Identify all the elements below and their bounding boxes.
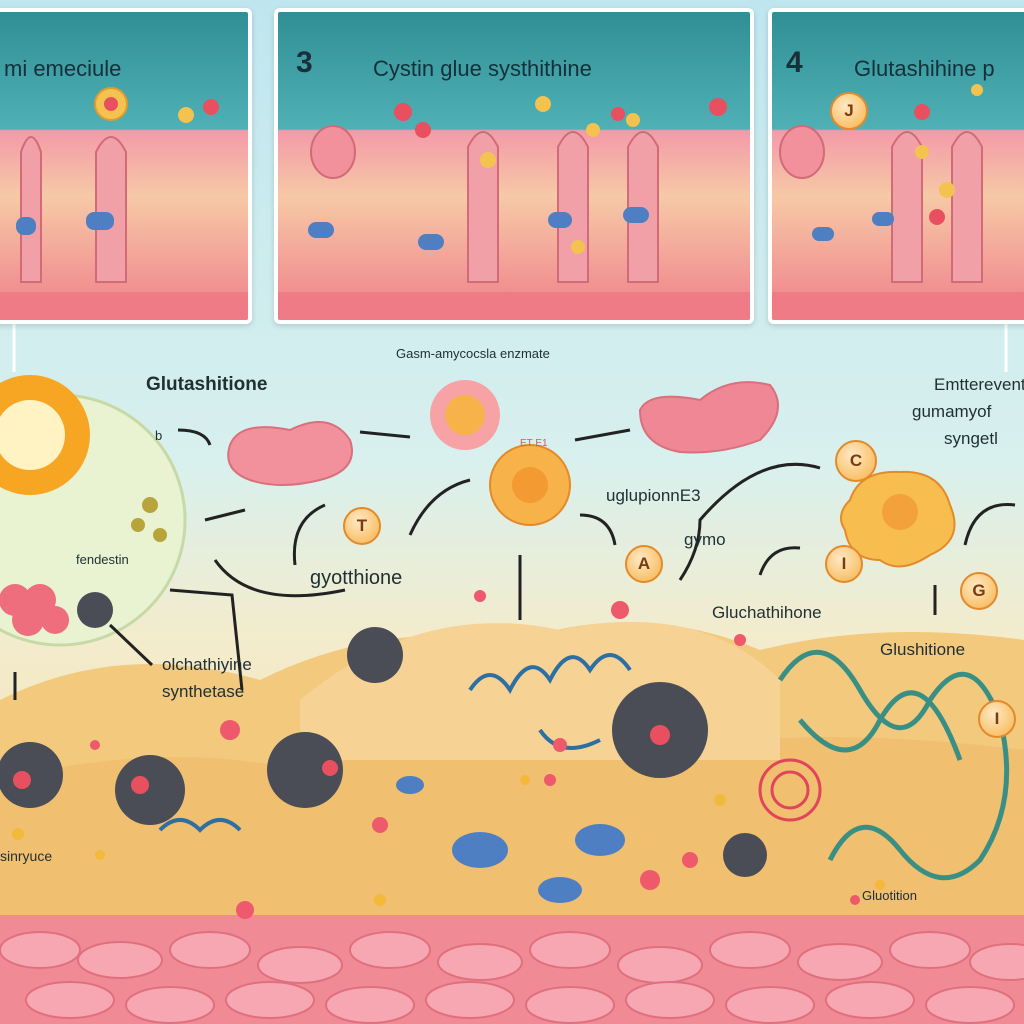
panel-number: 4 (786, 46, 803, 79)
panel-step-4: 4 Glutashihine p (768, 8, 1024, 324)
label-gluchathihone: Gluchathihone (712, 603, 822, 622)
enzyme-right (840, 470, 956, 568)
badge-j: J (830, 92, 868, 130)
badge-i: I (825, 545, 863, 583)
label-emt-line2: gumamyof (912, 402, 992, 421)
label-olchathiyine-line2: synthetase (162, 682, 245, 701)
label-glushitione: Glushitione (880, 640, 966, 659)
blue-blobs (396, 776, 625, 903)
dark-particles (0, 627, 767, 877)
panel-number: 3 (296, 46, 313, 79)
label-emt-line1: Emtterevent (934, 375, 1024, 394)
label-fendestin: fendestin (76, 552, 129, 567)
enzyme-top (430, 380, 500, 450)
label-tiny: ET E1 (520, 438, 548, 449)
panel-title: mi emeciule (4, 56, 122, 81)
badge-t: T (343, 507, 381, 545)
yellow-beads (12, 775, 885, 906)
label-gluotition: Gluotition (862, 888, 917, 903)
label-gymo: gymo (684, 530, 726, 549)
panel-title: Cystin glue systhithine (373, 56, 592, 81)
pink-protein-right (638, 381, 779, 454)
label-gasm-enzyme: Gasm-amycocsla enzmate (396, 346, 550, 361)
red-spiral (758, 758, 822, 822)
badge-i-lower: I (978, 700, 1016, 738)
badge-c: C (835, 440, 877, 482)
label-sinryuce: sinryuce (0, 848, 53, 864)
label-number-b: b (155, 428, 163, 443)
label-gyotthione: gyotthione (310, 567, 403, 589)
flow-arrows (13, 428, 1016, 700)
label-uglupionne: uglupionnE3 (606, 486, 701, 505)
label-olchathiyine-line1: olchathiyine (162, 655, 252, 674)
label-emt-line3: syngetl (944, 429, 998, 448)
badge-g: G (960, 572, 998, 610)
pink-cell-floor (0, 915, 1024, 1024)
panel-step-2: mi emeciule (0, 8, 252, 324)
red-spots (13, 725, 670, 794)
red-beads (90, 590, 860, 919)
pink-protein-left (227, 421, 353, 486)
badge-a: A (625, 545, 663, 583)
panel-step-3: 3 Cystin glue systhithine (274, 8, 754, 324)
enzyme-center (489, 444, 571, 526)
panel-title: Glutashihine p (854, 56, 995, 81)
label-glutashitione: Glutashitione (146, 374, 268, 395)
cell-inset-circle (0, 375, 187, 647)
